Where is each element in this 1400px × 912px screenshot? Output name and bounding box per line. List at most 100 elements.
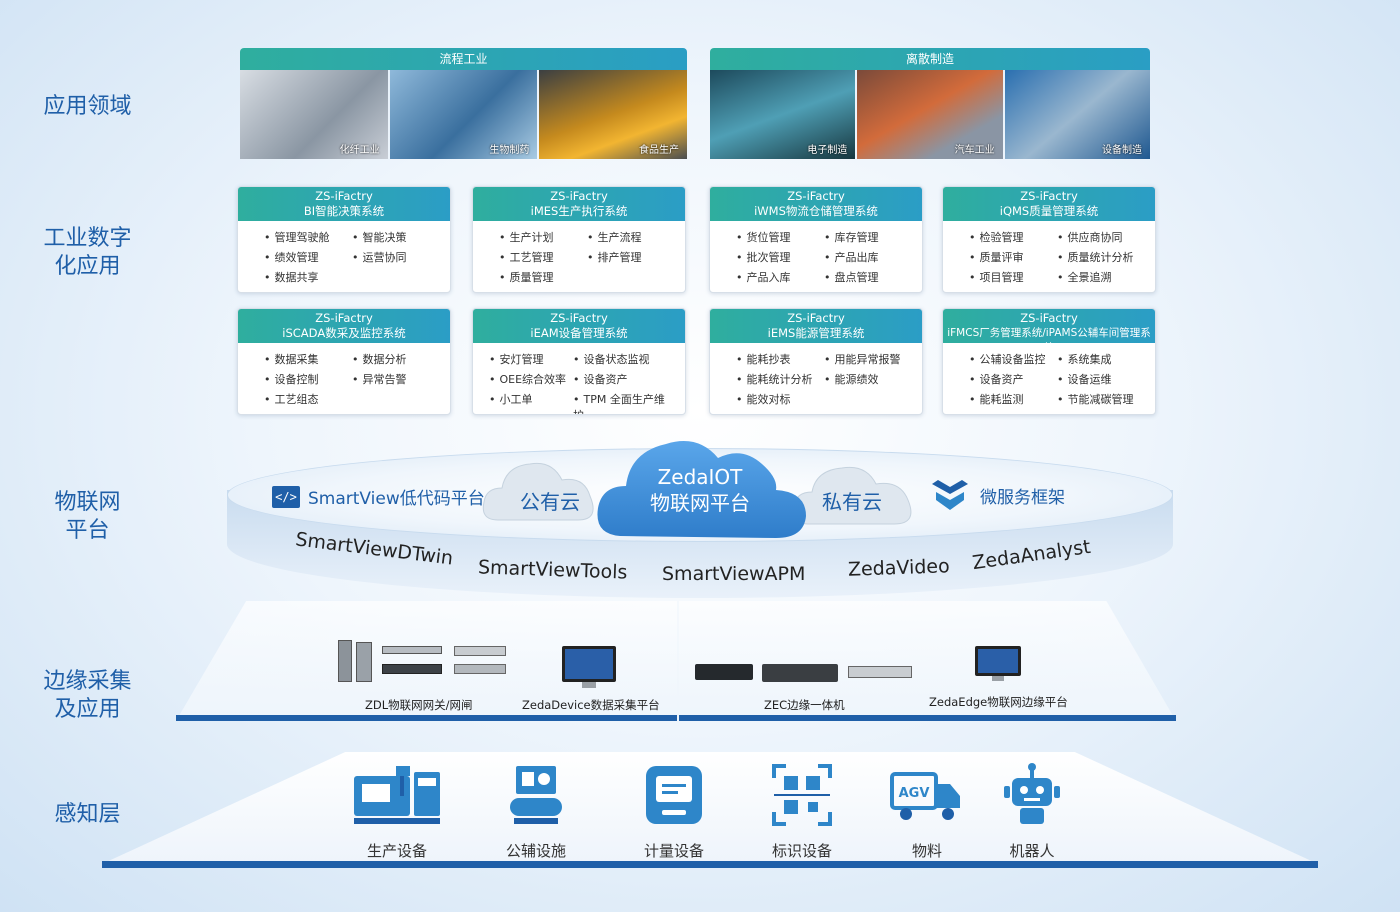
card-feature-item: 安灯管理 bbox=[489, 351, 573, 367]
microservice-framework: 微服务框架 bbox=[930, 478, 1065, 512]
edge-bar-right bbox=[679, 715, 1176, 721]
layer-label-perception: 感知层 bbox=[54, 802, 121, 827]
product-zedavideo: ZedaVideo bbox=[847, 555, 951, 581]
perception-label: 生产设备 bbox=[366, 842, 427, 860]
robot-icon bbox=[1002, 762, 1062, 832]
card-feature-item: 质量管理 bbox=[499, 269, 587, 285]
card-brand: ZS-iFactry bbox=[1020, 311, 1078, 325]
card-feature-item: OEE综合效率 bbox=[489, 371, 573, 387]
product-smartviewapm: SmartViewAPM bbox=[662, 563, 806, 585]
card-system-name: iWMS物流仓储管理系统 bbox=[754, 204, 878, 218]
card-brand: ZS-iFactry bbox=[787, 189, 845, 203]
card-feature-item: 管理驾驶舱 bbox=[264, 229, 352, 245]
perception-item: 标识设备 bbox=[770, 762, 834, 861]
card-feature-item: 质量评审 bbox=[969, 249, 1057, 265]
card-feature-list: 能耗抄表用能异常报警能耗统计分析能源绩效能效对标 bbox=[710, 343, 922, 407]
card-feature-item: 设备控制 bbox=[264, 371, 352, 387]
card-feature-item: 工艺组态 bbox=[264, 391, 352, 407]
qr-scanner-icon bbox=[770, 762, 834, 832]
rack-unit-2 bbox=[382, 664, 442, 674]
card-feature-item: 工艺管理 bbox=[499, 249, 587, 265]
card-feature-item: 设备状态监视 bbox=[573, 351, 675, 367]
card-feature-item: 排产管理 bbox=[587, 249, 675, 265]
card-feature-list: 货位管理库存管理批次管理产品出库产品入库盘点管理 bbox=[710, 221, 922, 285]
monitor-icon bbox=[975, 646, 1021, 676]
lowcode-platform: </> SmartView低代码平台 bbox=[272, 484, 485, 509]
perception-bar bbox=[102, 861, 1318, 868]
card-feature-item: 运营协同 bbox=[352, 249, 440, 265]
card-feature-item: 检验管理 bbox=[969, 229, 1057, 245]
photo-chemical-fiber: 化纤工业 bbox=[240, 70, 388, 159]
card-feature-item: 能源绩效 bbox=[824, 371, 912, 387]
edge-platform-label: ZedaEdge物联网边缘平台 bbox=[929, 695, 1068, 709]
private-cloud-label: 私有云 bbox=[822, 490, 882, 514]
card-feature-item: 全景追溯 bbox=[1057, 269, 1145, 285]
card-feature-item: 数据采集 bbox=[264, 351, 352, 367]
photo-food-production: 食品生产 bbox=[539, 70, 688, 159]
card-feature-item: 质量统计分析 bbox=[1057, 249, 1145, 265]
card-brand: ZS-iFactry bbox=[550, 189, 608, 203]
perception-item: 机器人 bbox=[1002, 762, 1062, 861]
perception-label: 公辅设施 bbox=[506, 842, 567, 860]
compressor-icon bbox=[506, 762, 566, 832]
system-card: ZS-iFactryiMES生产执行系统生产计划生产流程工艺管理排产管理质量管理 bbox=[472, 186, 686, 293]
card-feature-item: 智能决策 bbox=[352, 229, 440, 245]
edge-deck-right bbox=[679, 601, 1176, 721]
card-feature-item: 产品出库 bbox=[824, 249, 912, 265]
card-system-name: iMES生产执行系统 bbox=[530, 204, 628, 218]
monitor-stand bbox=[992, 676, 1004, 681]
microservice-icon bbox=[932, 480, 968, 510]
public-cloud-icon bbox=[482, 462, 594, 521]
svg-text:AGV: AGV bbox=[899, 786, 930, 801]
meter-icon bbox=[642, 762, 706, 832]
gateway-unit-2 bbox=[356, 642, 372, 682]
perception-label: 机器人 bbox=[1009, 842, 1055, 860]
photo-automotive: 汽车工业 bbox=[857, 70, 1003, 159]
photo-equipment: 设备制造 bbox=[1004, 70, 1150, 159]
card-feature-list: 数据采集数据分析设备控制异常告警工艺组态 bbox=[238, 343, 450, 407]
card-feature-list: 生产计划生产流程工艺管理排产管理质量管理 bbox=[473, 221, 685, 285]
rack-unit-3 bbox=[454, 646, 506, 656]
card-feature-item: 异常告警 bbox=[352, 371, 440, 387]
card-feature-item: 数据共享 bbox=[264, 269, 352, 285]
zec-box-2 bbox=[762, 664, 838, 682]
edge-zec-label: ZEC边缘一体机 bbox=[764, 698, 845, 712]
public-cloud-label: 公有云 bbox=[520, 490, 580, 514]
card-feature-item: 库存管理 bbox=[824, 229, 912, 245]
card-feature-list: 安灯管理设备状态监视OEE综合效率设备资产小工单TPM 全面生产维护 bbox=[473, 343, 685, 414]
card-feature-item: TPM 全面生产维护 bbox=[573, 391, 675, 414]
card-feature-item: 产品入库 bbox=[736, 269, 824, 285]
monitor-stand bbox=[582, 682, 596, 688]
domain-discrete-manufacturing: 离散制造 电子制造 汽车工业 设备制造 bbox=[710, 48, 1150, 159]
card-feature-item: 设备资产 bbox=[969, 371, 1057, 387]
perception-label: 标识设备 bbox=[771, 842, 832, 860]
system-card: ZS-iFactryiWMS物流仓储管理系统货位管理库存管理批次管理产品出库产品… bbox=[709, 186, 923, 293]
cnc-machine-icon bbox=[352, 762, 442, 832]
edge-gateway-label: ZDL物联网网关/网闸 bbox=[365, 698, 473, 712]
card-feature-item: 设备运维 bbox=[1057, 371, 1145, 387]
system-card: ZS-iFactryiEAM设备管理系统安灯管理设备状态监视OEE综合效率设备资… bbox=[472, 308, 686, 415]
card-system-name: iSCADA数采及监控系统 bbox=[282, 326, 406, 340]
card-system-name: iFMCS厂务管理系统/iPAMS公辅车间管理系统 bbox=[947, 327, 1151, 354]
card-feature-item: 节能减碳管理 bbox=[1057, 391, 1145, 407]
photo-biopharma: 生物制药 bbox=[389, 70, 538, 159]
card-system-name: BI智能决策系统 bbox=[303, 204, 385, 218]
perception-label: 计量设备 bbox=[643, 842, 704, 860]
card-feature-item: 能耗监测 bbox=[969, 391, 1057, 407]
zedaiot-core: ZedaIOT 物联网平台 bbox=[650, 465, 750, 515]
card-feature-list: 公辅设备监控系统集成设备资产设备运维能耗监测节能减碳管理 bbox=[943, 343, 1155, 407]
card-feature-item: 批次管理 bbox=[736, 249, 824, 265]
perception-label: 物料 bbox=[911, 842, 942, 860]
card-brand: ZS-iFactry bbox=[550, 311, 608, 325]
layer-label-digital-apps: 工业数字 化应用 bbox=[43, 226, 132, 279]
perception-deck bbox=[102, 752, 1318, 864]
layer-label-iot-platform: 物联网 平台 bbox=[54, 490, 121, 543]
perception-item: 公辅设施 bbox=[506, 762, 566, 861]
domain-title: 流程工业 bbox=[240, 48, 687, 70]
